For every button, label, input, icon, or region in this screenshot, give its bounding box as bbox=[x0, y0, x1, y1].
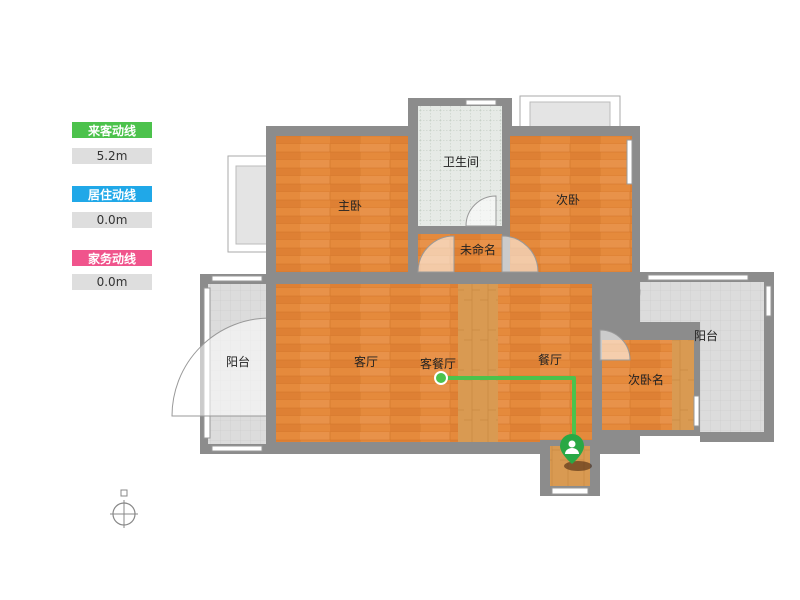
second-bedroom-named-window bbox=[693, 395, 700, 427]
room-label-balcony-left: 阳台 bbox=[226, 354, 250, 369]
door-opening bbox=[418, 226, 502, 234]
balcony-left-window bbox=[211, 275, 263, 282]
door-swing bbox=[599, 329, 631, 361]
balcony-right-wall bbox=[700, 432, 774, 442]
visitor-route-path bbox=[441, 376, 576, 460]
living-dining-floor bbox=[276, 284, 592, 442]
room-label-living-dining: 客餐厅 bbox=[420, 356, 456, 371]
door-swing bbox=[465, 195, 497, 227]
room-label-dining: 餐厅 bbox=[538, 352, 562, 367]
balcony-right-wall bbox=[764, 272, 774, 442]
bay-window-left-inner bbox=[235, 165, 271, 245]
room-label-second-bedroom-named: 次卧名 bbox=[628, 372, 664, 387]
visitor-route-value: 5.2m bbox=[72, 148, 152, 164]
visitor-route-label: 来客动线 bbox=[72, 122, 152, 138]
door-swing bbox=[417, 235, 455, 273]
second-bedroom-window bbox=[626, 139, 633, 185]
room-label-bathroom: 卫生间 bbox=[443, 155, 479, 169]
entrance-door bbox=[551, 487, 589, 495]
door-swing bbox=[171, 317, 271, 417]
interior-wall bbox=[592, 284, 600, 324]
balcony-left-window bbox=[211, 445, 263, 452]
room-label-second-bedroom: 次卧 bbox=[556, 193, 580, 207]
balcony-right-window bbox=[765, 285, 772, 317]
balcony-right-window bbox=[647, 274, 749, 281]
master-bedroom-floor bbox=[276, 136, 408, 272]
room-label-balcony-right: 阳台 bbox=[694, 328, 718, 343]
room-label-living: 客厅 bbox=[354, 354, 378, 369]
resident-route-label: 居住动线 bbox=[72, 186, 152, 202]
housework-route-value: 0.0m bbox=[72, 274, 152, 290]
bathroom-window bbox=[465, 99, 497, 106]
second-bedroom-named-strip bbox=[672, 340, 694, 430]
compass-icon bbox=[110, 489, 138, 528]
person-pin-icon bbox=[560, 434, 592, 471]
door-swing bbox=[501, 235, 539, 273]
interior-wall bbox=[266, 272, 640, 284]
room-label-unnamed: 未命名 bbox=[460, 242, 496, 257]
resident-route-value: 0.0m bbox=[72, 212, 152, 228]
housework-route-label: 家务动线 bbox=[72, 250, 152, 266]
living-dining-floor-strip bbox=[458, 284, 498, 442]
route-start-dot bbox=[434, 371, 448, 385]
room-label-master-bedroom: 主卧 bbox=[338, 199, 362, 213]
